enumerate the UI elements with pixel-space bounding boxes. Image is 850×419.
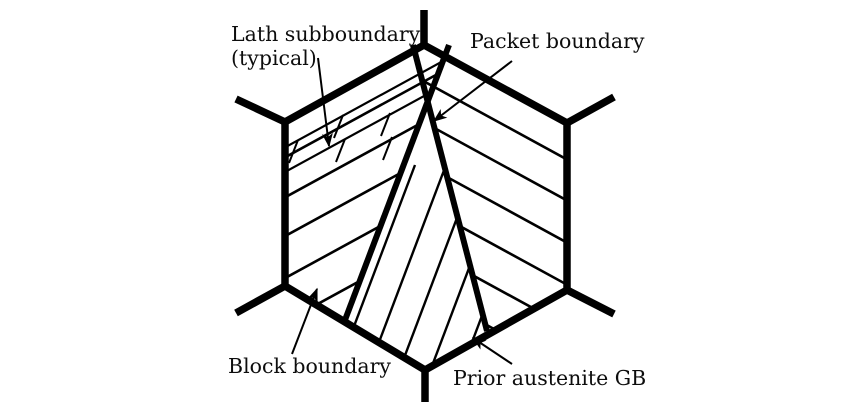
packet-boundary-leader [432, 60, 513, 122]
stub-lower-right [565, 286, 616, 318]
lath-subboundary-leader [317, 57, 333, 148]
prior-austenite-gb-label: Prior austenite GB [453, 366, 646, 390]
packet-boundaries [342, 43, 490, 332]
right-packet-boundary [410, 44, 490, 332]
packet-boundary-label: Packet boundary [470, 29, 645, 53]
left-packet-boundary [342, 43, 452, 322]
block-boundary-label: Block boundary [228, 354, 391, 378]
triple-junction-stubs [234, 10, 616, 402]
stub-upper-right [565, 93, 616, 127]
prior-austenite-leader [471, 337, 513, 365]
stub-upper-left [234, 95, 287, 126]
lath-subboundary-label-line1: Lath subboundary [231, 22, 421, 46]
block-boundary-leader [291, 287, 318, 355]
lath-subboundary-label-line2: (typical) [231, 46, 317, 70]
stub-lower-left [234, 282, 287, 317]
callout-leaders [291, 57, 513, 365]
